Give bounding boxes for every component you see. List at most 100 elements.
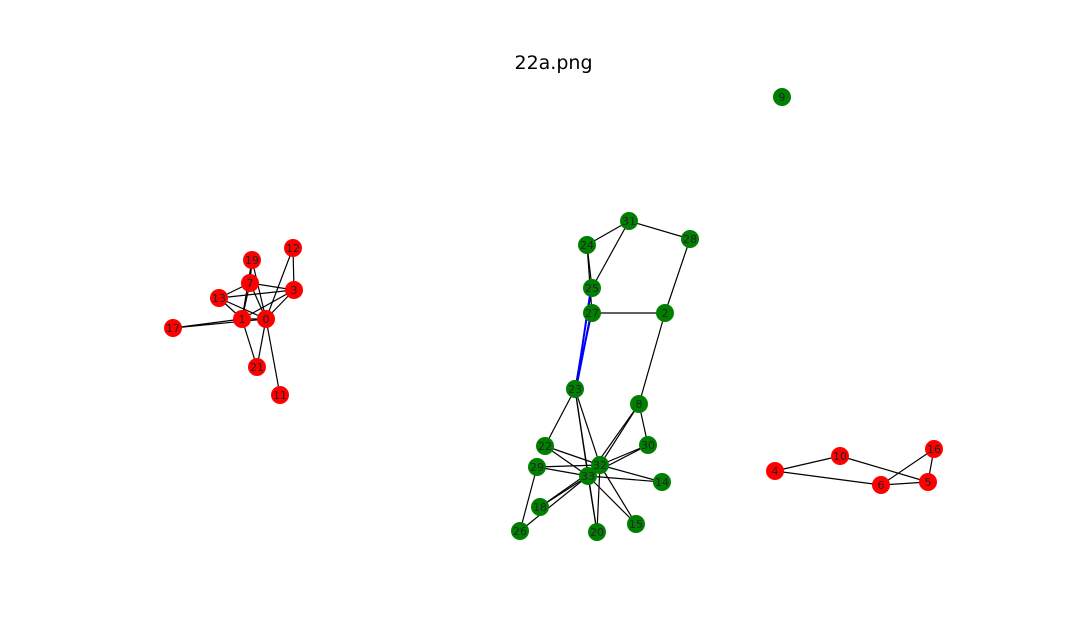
node-circle-33: [579, 467, 597, 485]
node-circle-17: [164, 319, 182, 337]
edge-22-32: [544, 445, 601, 466]
edge-33-18: [539, 475, 589, 508]
node-label-25: 25: [585, 282, 599, 295]
node-27: 27: [583, 304, 601, 322]
node-6: 6: [872, 476, 890, 494]
node-label-23: 23: [568, 383, 582, 396]
edge-32-20: [596, 464, 601, 533]
edge-33-14: [587, 475, 663, 483]
node-9: 9: [773, 88, 791, 106]
highlight-edge-25-23: [575, 287, 592, 390]
node-20: 20: [588, 523, 606, 541]
edge-0-12: [265, 247, 294, 320]
node-circle-27: [583, 304, 601, 322]
node-label-3: 3: [291, 284, 298, 297]
node-label-27: 27: [585, 307, 599, 320]
node-label-21: 21: [250, 361, 264, 374]
edge-3-13: [218, 289, 295, 299]
edge-6-16: [880, 448, 935, 486]
edge-layer: [172, 220, 935, 533]
edge-31-25: [591, 220, 630, 289]
edge-33-20: [587, 475, 598, 533]
node-circle-31: [620, 212, 638, 230]
node-label-11: 11: [273, 389, 287, 402]
node-circle-15: [627, 515, 645, 533]
node-circle-6: [872, 476, 890, 494]
node-15: 15: [627, 515, 645, 533]
node-11: 11: [271, 386, 289, 404]
node-label-18: 18: [533, 501, 547, 514]
node-circle-23: [566, 380, 584, 398]
node-circle-7: [241, 274, 259, 292]
node-circle-10: [831, 447, 849, 465]
node-2: 2: [656, 304, 674, 322]
node-label-14: 14: [655, 476, 669, 489]
node-label-16: 16: [927, 443, 941, 456]
node-label-10: 10: [833, 450, 847, 463]
node-label-33: 33: [581, 470, 595, 483]
edge-29-26: [519, 466, 538, 532]
node-32: 32: [591, 456, 609, 474]
node-12: 12: [284, 239, 302, 257]
edge-23-32: [574, 388, 601, 466]
node-28: 28: [681, 230, 699, 248]
node-label-31: 31: [622, 215, 636, 228]
node-circle-14: [653, 473, 671, 491]
edge-33-26: [519, 475, 589, 532]
node-18: 18: [531, 498, 549, 516]
node-5: 5: [919, 473, 937, 491]
node-13: 13: [210, 289, 228, 307]
node-circle-22: [536, 437, 554, 455]
edge-32-14: [599, 464, 663, 483]
edge-4-6: [774, 470, 882, 486]
node-26: 26: [511, 522, 529, 540]
edge-4-10: [774, 455, 841, 472]
node-circle-3: [285, 281, 303, 299]
node-label-7: 7: [247, 277, 254, 290]
node-circle-11: [271, 386, 289, 404]
node-label-6: 6: [878, 479, 885, 492]
node-circle-20: [588, 523, 606, 541]
node-19: 19: [243, 251, 261, 269]
node-circle-28: [681, 230, 699, 248]
node-label-28: 28: [683, 233, 697, 246]
node-3: 3: [285, 281, 303, 299]
edge-0-11: [265, 318, 281, 396]
node-label-26: 26: [513, 525, 527, 538]
node-8: 8: [630, 395, 648, 413]
node-10: 10: [831, 447, 849, 465]
node-circle-4: [766, 462, 784, 480]
edge-32-15: [599, 464, 637, 525]
node-30: 30: [639, 436, 657, 454]
node-label-32: 32: [593, 459, 607, 472]
node-25: 25: [583, 279, 601, 297]
node-circle-5: [919, 473, 937, 491]
node-label-22: 22: [538, 440, 552, 453]
node-label-24: 24: [580, 239, 594, 252]
edge-2-8: [638, 312, 666, 405]
edge-10-5: [839, 455, 929, 483]
node-label-0: 0: [263, 313, 270, 326]
node-label-13: 13: [212, 292, 226, 305]
node-29: 29: [528, 458, 546, 476]
edge-0-17: [172, 318, 267, 329]
node-label-30: 30: [641, 439, 655, 452]
node-circle-21: [248, 358, 266, 376]
edge-28-2: [664, 238, 691, 314]
node-circle-25: [583, 279, 601, 297]
node-circle-9: [773, 88, 791, 106]
node-17: 17: [164, 319, 182, 337]
node-31: 31: [620, 212, 638, 230]
edge-1-3: [241, 289, 295, 320]
edge-33-15: [587, 475, 637, 525]
node-circle-24: [578, 236, 596, 254]
node-circle-8: [630, 395, 648, 413]
node-circle-13: [210, 289, 228, 307]
node-21: 21: [248, 358, 266, 376]
node-14: 14: [653, 473, 671, 491]
node-4: 4: [766, 462, 784, 480]
node-circle-26: [511, 522, 529, 540]
edge-23-22: [544, 388, 576, 447]
node-24: 24: [578, 236, 596, 254]
